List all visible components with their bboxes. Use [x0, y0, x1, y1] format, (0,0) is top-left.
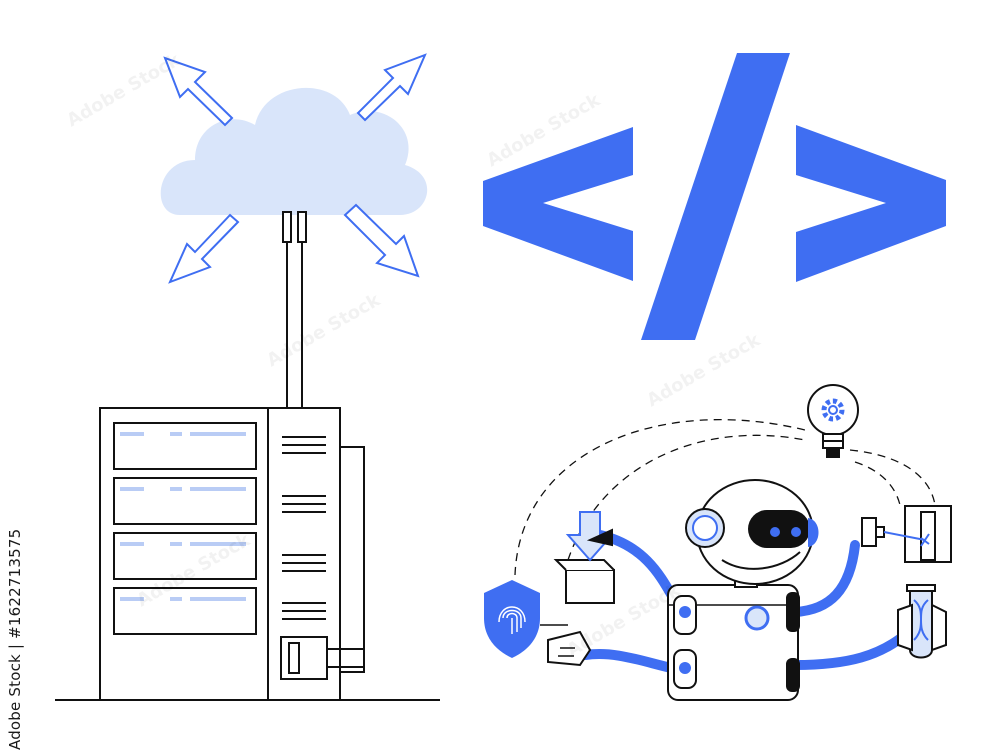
- server-rack-icon: [55, 407, 440, 701]
- stock-id-label: Adobe Stock | #1622713575: [6, 528, 24, 750]
- laser-icon: [861, 505, 952, 563]
- test-tube-dna-icon: [897, 584, 947, 659]
- robot-hand-left: [547, 630, 592, 667]
- robot-icon: [580, 479, 910, 701]
- cloud-connector: [282, 211, 307, 410]
- code-brackets-icon: [483, 53, 946, 340]
- download-box-icon: [553, 511, 615, 604]
- expand-arrows-icon: [163, 53, 427, 284]
- cloud-icon: [160, 87, 428, 215]
- shield-fingerprint-icon: [484, 580, 568, 658]
- dashed-arcs: [514, 419, 936, 576]
- lightbulb-gear-icon: [807, 384, 859, 458]
- server-slot-labels: [120, 432, 246, 601]
